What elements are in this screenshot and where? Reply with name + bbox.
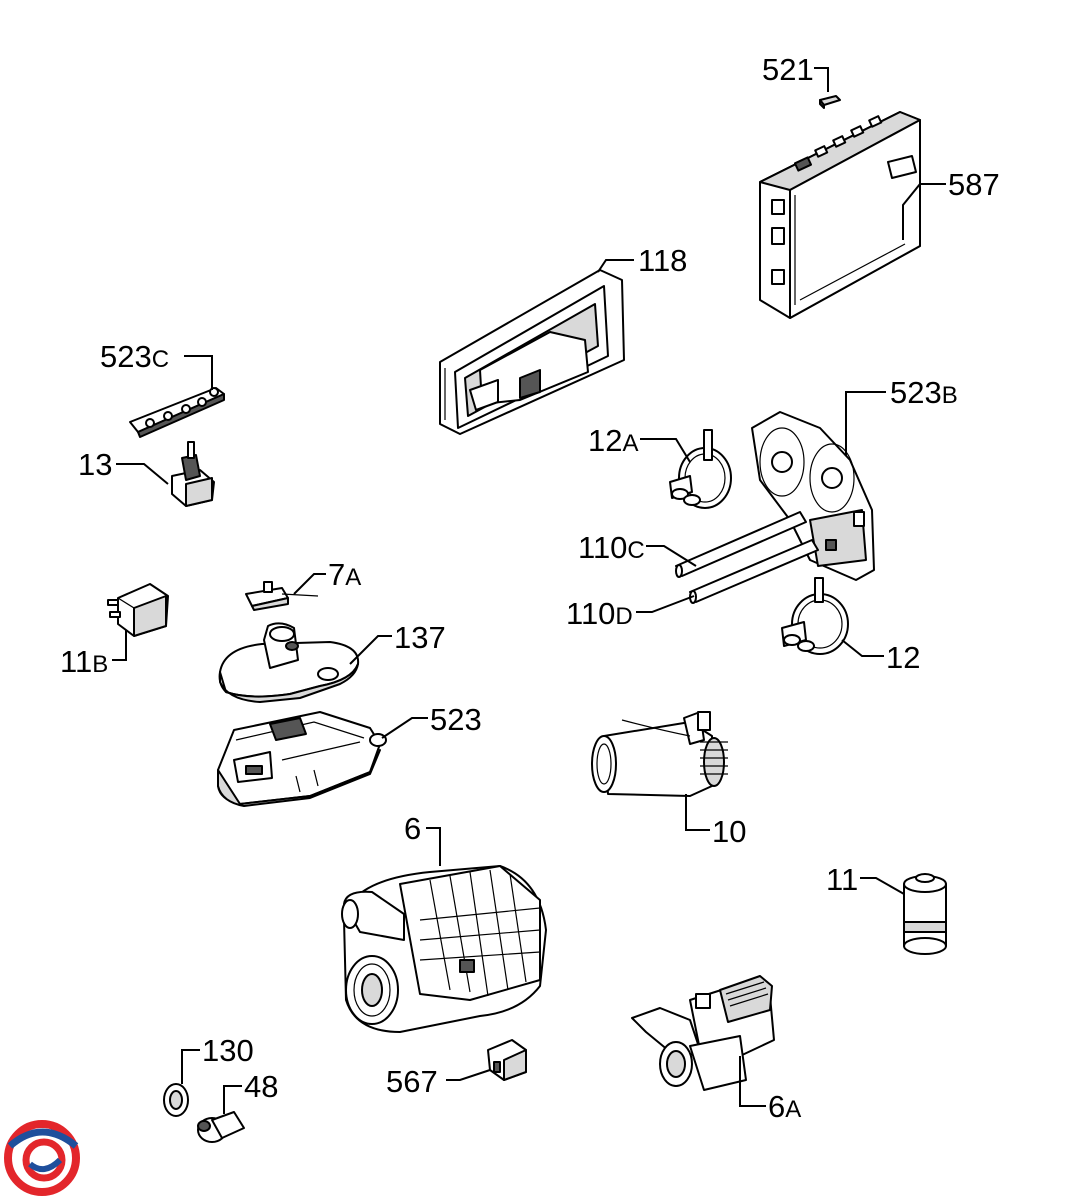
brand-logo-icon	[4, 1120, 80, 1196]
label-10: 10	[712, 814, 746, 849]
label-137: 137	[394, 620, 446, 655]
part-130-seal-ring	[163, 1083, 189, 1117]
label-13: 13	[78, 447, 112, 482]
label-6a: 6A	[768, 1089, 801, 1124]
leader-lines	[112, 67, 946, 1114]
label-521: 521	[762, 52, 814, 87]
part-7a-sensor	[245, 581, 319, 611]
label-6: 6	[404, 811, 421, 846]
part-12a-pressure-switch	[669, 429, 732, 509]
label-523: 523	[430, 702, 482, 737]
part-48-plug	[197, 1111, 245, 1143]
part-567-connector	[487, 1039, 527, 1081]
part-13-switch	[171, 441, 215, 507]
part-521-clip	[819, 95, 841, 109]
logo-inner-ring	[22, 1138, 66, 1182]
logo-blue-arc	[7, 1128, 79, 1149]
logo-inner-arc	[28, 1157, 63, 1173]
label-118: 118	[638, 243, 687, 278]
part-12-pressure-switch	[781, 577, 849, 655]
part-587-control-module	[759, 111, 921, 319]
part-11-capacitor	[903, 873, 947, 955]
label-48: 48	[244, 1069, 278, 1104]
logo-outer-ring	[4, 1120, 80, 1196]
label-11: 11	[826, 862, 858, 897]
part-10-heater	[591, 711, 728, 797]
label-587: 587	[948, 167, 1000, 202]
part-110c-110d-tubes	[675, 511, 819, 604]
label-110c: 110C	[578, 530, 645, 565]
label-7a: 7A	[328, 557, 361, 592]
part-6-circulation-pump	[341, 865, 547, 1033]
label-567: 567	[386, 1064, 438, 1099]
part-137-cover	[218, 622, 360, 703]
part-6a-drain-pump	[631, 975, 775, 1091]
label-110d: 110D	[566, 596, 633, 631]
label-523c: 523C	[100, 339, 169, 374]
part-523-base-module	[217, 711, 387, 807]
label-130: 130	[202, 1033, 254, 1068]
label-523b: 523B	[890, 375, 958, 410]
label-12: 12	[886, 640, 920, 675]
part-523c-switch-strip	[129, 387, 225, 438]
part-118-detergent-dispenser	[439, 269, 625, 435]
label-12a: 12A	[588, 423, 639, 458]
part-523b-bracket-assembly	[751, 411, 875, 581]
part-11b-relay	[107, 583, 169, 637]
label-11b: 11B	[60, 644, 108, 679]
